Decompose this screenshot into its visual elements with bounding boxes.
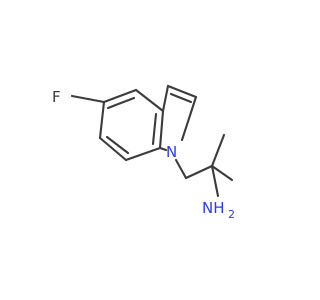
bond-c6-c7 [98,136,128,162]
amine-subscript-label: 2 [228,208,235,221]
bond-c5-c6 [98,100,106,140]
bond-ch-amine [210,164,220,198]
amine-nh-label: NH [202,199,225,217]
bond-c4-c5-double [106,96,136,110]
bond-c2-n1 [180,95,198,142]
bond-c3a-c3 [161,84,170,113]
bond-c3-c2-double [169,92,193,104]
propan-2-amine-chain [174,133,234,198]
bond-c6-c7-double [105,135,130,155]
bond-c7a-c3a-double [151,112,158,146]
bond-c7a-c3a [158,109,165,150]
bond-c5-fluorine [70,94,106,104]
amine-group-label: NH 2 [202,199,235,221]
bond-c3a-c4 [134,88,165,113]
bond-c3-c2 [166,84,198,99]
bond-ch2-ch [184,164,214,180]
indole-nitrogen-label: N [166,143,177,161]
bond-ch-methyl [210,164,234,182]
fluorine-atom-label: F [52,88,61,106]
bond-ch-methyl-up [210,133,226,168]
bond-c7-c7a [124,146,162,162]
bond-n1-ch2 [174,158,188,180]
bond-n1-c7a [158,146,168,152]
molecule-structure-diagram: F N NH 2 [52,84,235,221]
pyrrole-ring [158,84,198,152]
benzene-ring [98,88,165,162]
bond-c4-c5 [102,88,138,104]
